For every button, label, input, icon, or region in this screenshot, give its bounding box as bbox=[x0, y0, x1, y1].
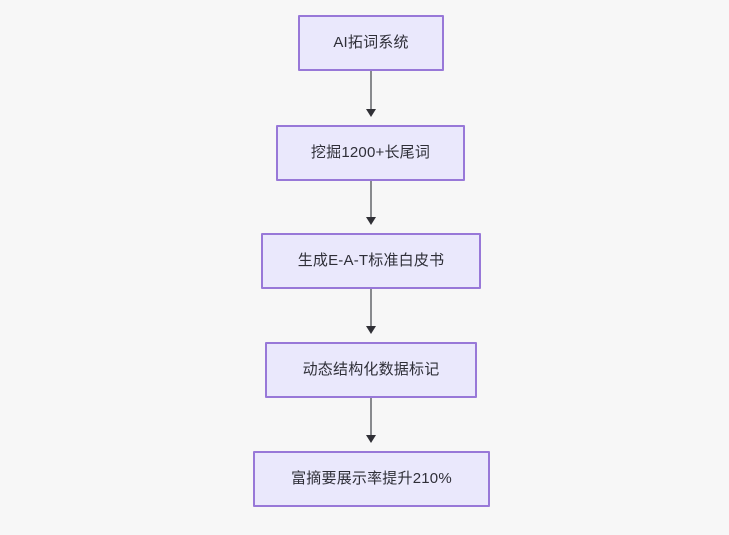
arrow-head-icon bbox=[366, 217, 376, 225]
edge-line bbox=[370, 289, 372, 327]
edge-line bbox=[370, 181, 372, 218]
flow-node-mine-longtail-keywords[interactable]: 挖掘1200+长尾词 bbox=[276, 125, 465, 181]
flow-node-label: 动态结构化数据标记 bbox=[302, 361, 440, 378]
arrow-head-icon bbox=[366, 435, 376, 443]
flow-node-label: 富摘要展示率提升210% bbox=[291, 470, 452, 487]
flow-node-label: 生成E-A-T标准白皮书 bbox=[297, 252, 445, 269]
flow-node-rich-snippet-impression-lift[interactable]: 富摘要展示率提升210% bbox=[253, 451, 490, 507]
flow-node-dynamic-structured-data-markup[interactable]: 动态结构化数据标记 bbox=[265, 342, 477, 398]
edge-line bbox=[370, 398, 372, 436]
flow-node-label: 挖掘1200+长尾词 bbox=[310, 144, 431, 161]
flow-node-generate-eat-whitepaper[interactable]: 生成E-A-T标准白皮书 bbox=[261, 233, 481, 289]
flow-node-label: AI拓词系统 bbox=[333, 34, 409, 51]
arrow-head-icon bbox=[366, 109, 376, 117]
arrow-head-icon bbox=[366, 326, 376, 334]
flow-node-ai-keyword-system[interactable]: AI拓词系统 bbox=[298, 15, 444, 71]
edge-line bbox=[370, 71, 372, 110]
